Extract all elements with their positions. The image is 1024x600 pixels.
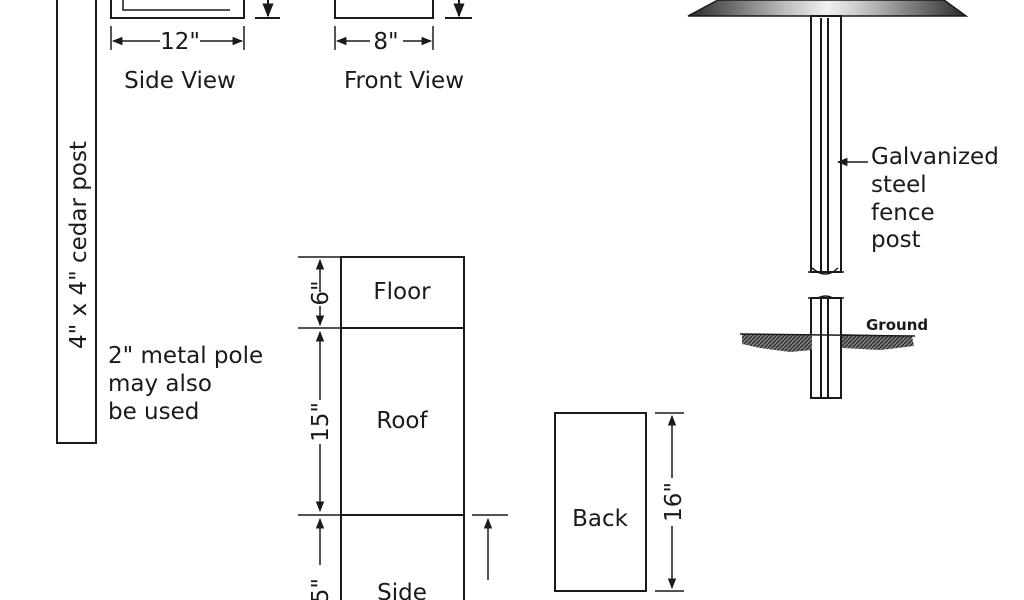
front-view-outline <box>334 0 434 19</box>
galvanized-label-line-2: steel <box>871 172 927 198</box>
back-height-dim: 16" <box>661 482 687 522</box>
front-view-group: 8" Front View <box>334 0 472 94</box>
side-height-dim: 15" <box>308 578 334 600</box>
side-view-group: 12" Side View <box>110 0 280 94</box>
cedar-post <box>56 0 97 444</box>
ground-hatch <box>742 334 812 352</box>
side-view-inner-line <box>122 0 230 11</box>
side-view-label: Side View <box>124 68 236 94</box>
metal-pole-note-line-1: 2" metal pole <box>108 343 263 369</box>
ground-label: Ground <box>866 316 928 334</box>
roof-label: Roof <box>376 408 428 434</box>
back-piece-group: Back 16" <box>554 412 687 592</box>
front-width-dim: 8" <box>373 29 398 55</box>
galvanized-label-line-1: Galvanized <box>871 144 999 170</box>
cedar-post-label: 4" x 4" cedar post <box>66 141 92 349</box>
floor-height-dim: 6" <box>308 280 334 305</box>
back-piece <box>554 412 647 592</box>
back-label: Back <box>572 506 629 532</box>
steel-post-lower <box>810 297 842 399</box>
cut-pieces-group: Floor Roof Side 6" 15" 15" <box>298 256 508 600</box>
cedar-post-group: 4" x 4" cedar post <box>56 0 97 444</box>
side-width-dim: 12" <box>160 29 200 55</box>
metal-pole-note-line-2: may also <box>108 371 212 397</box>
floor-label: Floor <box>373 279 431 305</box>
side-label: Side <box>377 580 427 600</box>
roof-height-dim: 15" <box>308 402 334 442</box>
side-view-outline <box>110 0 245 19</box>
side-piece <box>340 514 465 600</box>
steel-post-group: Ground Galvanized steel fence post <box>687 0 999 399</box>
baffle-cone <box>687 0 969 17</box>
front-view-label: Front View <box>344 68 464 94</box>
metal-pole-note-line-3: be used <box>108 399 199 425</box>
metal-pole-note: 2" metal pole may also be used <box>108 343 263 425</box>
steel-post-upper <box>810 15 842 273</box>
galvanized-label-line-3: fence <box>871 200 935 226</box>
galvanized-label-line-4: post <box>871 227 921 253</box>
